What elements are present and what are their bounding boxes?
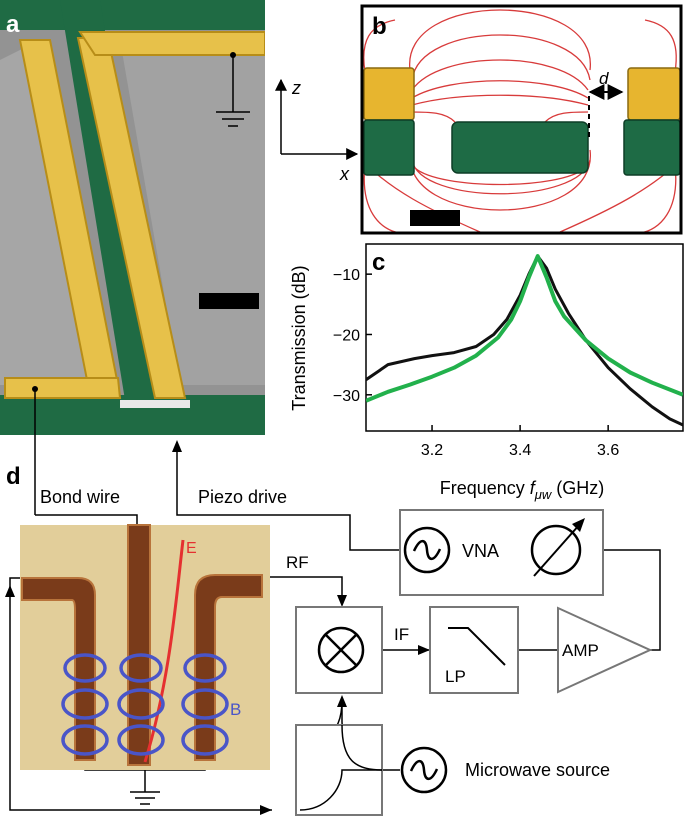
amp-label: AMP bbox=[562, 641, 599, 660]
xlabel-unit: (GHz) bbox=[551, 478, 604, 498]
scale-bar-a bbox=[199, 293, 259, 309]
panel-b-cross-section bbox=[360, 4, 683, 235]
axis-z-label: z bbox=[291, 78, 301, 98]
bond-wire-label: Bond wire bbox=[40, 487, 120, 507]
vna-label: VNA bbox=[462, 541, 499, 561]
chart-ylabel: Transmission (dB) bbox=[289, 265, 309, 410]
low-pass-filter-box bbox=[429, 606, 519, 694]
piezo-drive-label: Piezo drive bbox=[198, 487, 287, 507]
panel-c-chart: 3.2 3.4 3.6 −10 −20 −30 bbox=[333, 243, 684, 459]
axis-x-label: x bbox=[339, 164, 350, 184]
panel-a-letter: a bbox=[6, 11, 20, 38]
x-tick-label: 3.2 bbox=[421, 442, 443, 459]
field-b-label: B bbox=[230, 700, 241, 719]
panel-d-letter: d bbox=[6, 463, 21, 490]
chart-frame bbox=[365, 243, 684, 432]
panel-b-letter: b bbox=[372, 13, 387, 40]
microwave-source-label: Microwave source bbox=[465, 760, 610, 780]
splitter-box bbox=[295, 724, 383, 816]
panel-c-letter: c bbox=[372, 249, 385, 276]
ground-symbol bbox=[130, 791, 160, 805]
scale-bar-b bbox=[410, 210, 460, 226]
xlabel-f: f bbox=[530, 478, 537, 498]
gap-d-label: d bbox=[599, 69, 609, 88]
x-tick-label: 3.6 bbox=[597, 442, 619, 459]
y-tick-label: −20 bbox=[333, 327, 360, 344]
coordinate-axes bbox=[275, 78, 359, 160]
field-e-label: E bbox=[186, 540, 197, 557]
vna-box bbox=[399, 509, 604, 596]
chip-photo bbox=[20, 524, 270, 770]
chart-xlabel: Frequency fμw (GHz) bbox=[440, 478, 605, 502]
lp-label: LP bbox=[445, 667, 466, 686]
xlabel-sub: μw bbox=[534, 487, 553, 502]
rf-label: RF bbox=[286, 553, 309, 572]
x-tick-label: 3.4 bbox=[509, 442, 531, 459]
if-label: IF bbox=[394, 625, 409, 644]
y-tick-label: −30 bbox=[333, 388, 360, 405]
microwave-source-symbol bbox=[400, 746, 448, 794]
xlabel-main: Frequency bbox=[440, 478, 530, 498]
y-tick-label: −10 bbox=[333, 267, 360, 284]
panel-a-sem-image bbox=[0, 0, 265, 435]
mixer-box bbox=[295, 606, 383, 694]
fit-line bbox=[366, 254, 683, 403]
amplifier-triangle bbox=[557, 606, 653, 694]
